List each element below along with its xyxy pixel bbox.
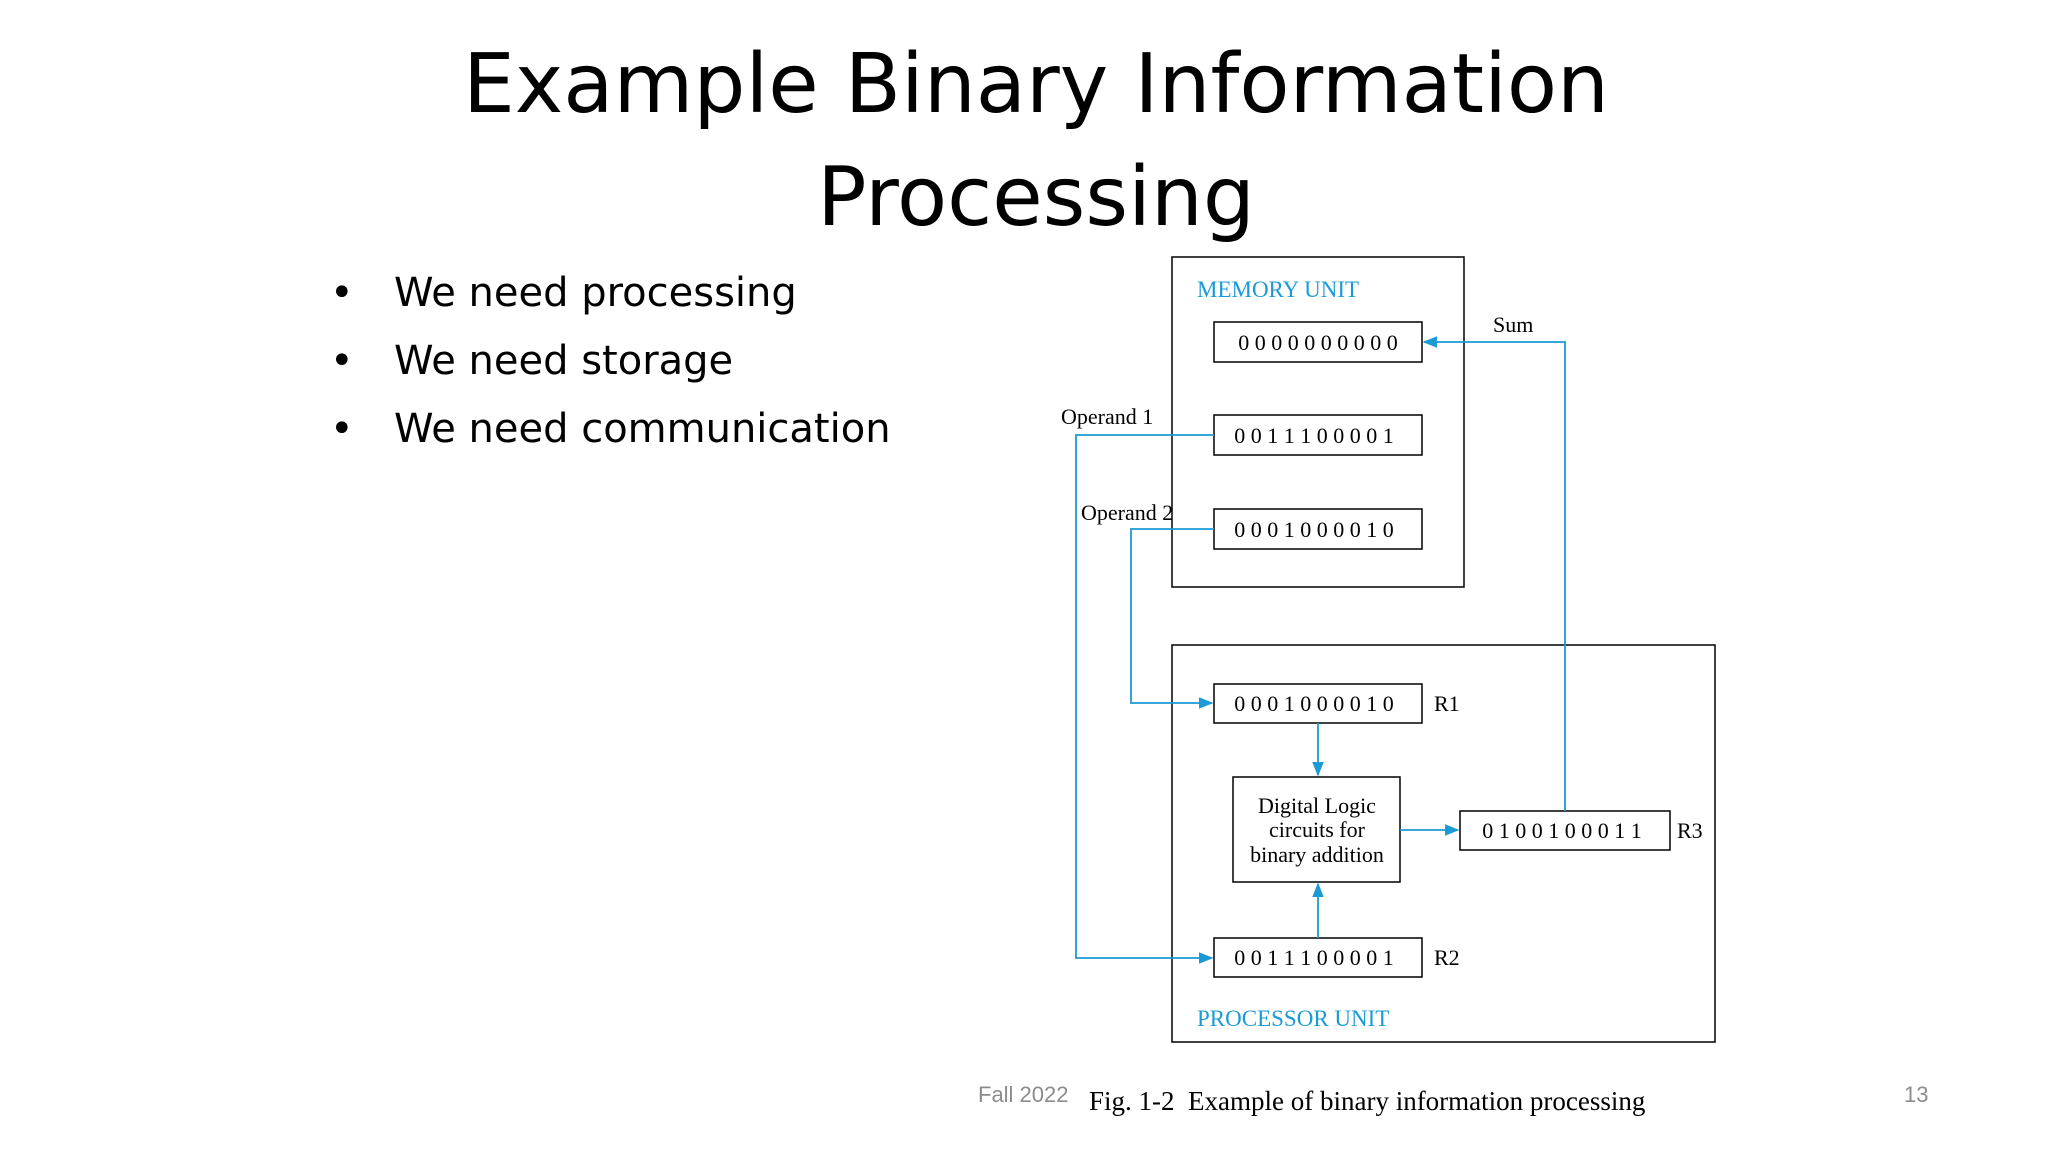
operand1-to-r2-line (1075, 434, 1214, 964)
bullet-item: • We need storage (330, 330, 891, 398)
memory-unit-label: MEMORY UNIT (1197, 277, 1359, 302)
operand2-to-r1-line (1130, 528, 1214, 709)
footer-date: Fall 2022 (978, 1082, 1069, 1107)
slide-title-line1: Example Binary Information (462, 37, 1610, 132)
memory-word-operand1: 0 0 1 1 1 0 0 0 0 1 (1234, 423, 1394, 448)
bullet-dot-icon: • (330, 270, 354, 316)
bullet-list: • We need processing • We need storage • We… (330, 262, 891, 466)
r3-to-memory-sum-line (1422, 336, 1566, 811)
slide-title-line2: Processing (817, 150, 1255, 245)
processor-unit-box (1171, 644, 1716, 1043)
bullet-text: We need communication (394, 406, 891, 452)
register-r1-label: R1 (1434, 691, 1460, 716)
bullet-text: We need processing (394, 270, 797, 316)
processor-unit-label: PROCESSOR UNIT (1197, 1006, 1389, 1031)
register-r2-value: 0 0 1 1 1 0 0 0 0 1 (1234, 945, 1394, 970)
memory-word-sum: 0 0 0 0 0 0 0 0 0 0 (1238, 330, 1398, 355)
bullet-dot-icon: • (330, 338, 354, 384)
logic-line3: binary addition (1250, 842, 1384, 867)
register-r2-label: R2 (1434, 945, 1460, 970)
page-number: 13 (1904, 1082, 1929, 1107)
bullet-item: • We need communication (330, 398, 891, 466)
figure-caption: Fig. 1-2 Example of binary information p… (1089, 1086, 1645, 1116)
memory-word-operand2: 0 0 0 1 0 0 0 0 1 0 (1234, 517, 1394, 542)
slide-title: Example Binary Information Processing (0, 28, 2048, 254)
operand2-label: Operand 2 (1081, 500, 1173, 525)
logic-line2: circuits for (1269, 817, 1366, 842)
operand1-label: Operand 1 (1061, 404, 1153, 429)
sum-label: Sum (1493, 312, 1533, 337)
register-r1-value: 0 0 0 1 0 0 0 0 1 0 (1234, 691, 1394, 716)
logic-line1: Digital Logic (1258, 793, 1376, 818)
register-r3-value: 0 1 0 0 1 0 0 0 1 1 (1482, 818, 1642, 843)
bullet-dot-icon: • (330, 406, 354, 452)
bullet-text: We need storage (394, 338, 734, 384)
binary-processing-figure: MEMORY UNIT 0 0 0 0 0 0 0 0 0 0 0 0 1 1 … (1061, 256, 1716, 1116)
register-r3-label: R3 (1677, 818, 1703, 843)
bullet-item: • We need processing (330, 262, 891, 330)
memory-unit-box (1171, 256, 1465, 588)
memory-word-box (1213, 321, 1423, 363)
